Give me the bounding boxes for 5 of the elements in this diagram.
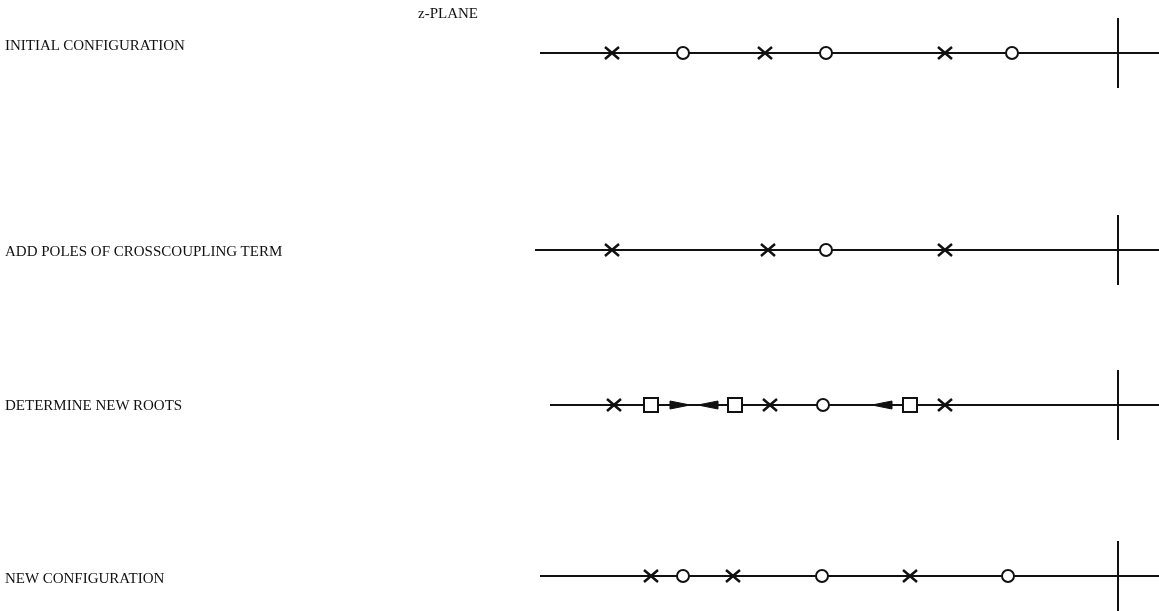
row-label: INITIAL CONFIGURATION [5,36,185,54]
row-label: NEW CONFIGURATION [5,569,165,587]
row-label: DETERMINE NEW ROOTS [5,396,183,414]
plane-label: z-PLANE [418,4,478,22]
row-label: ADD POLES OF CROSSCOUPLING TERM [5,242,283,260]
